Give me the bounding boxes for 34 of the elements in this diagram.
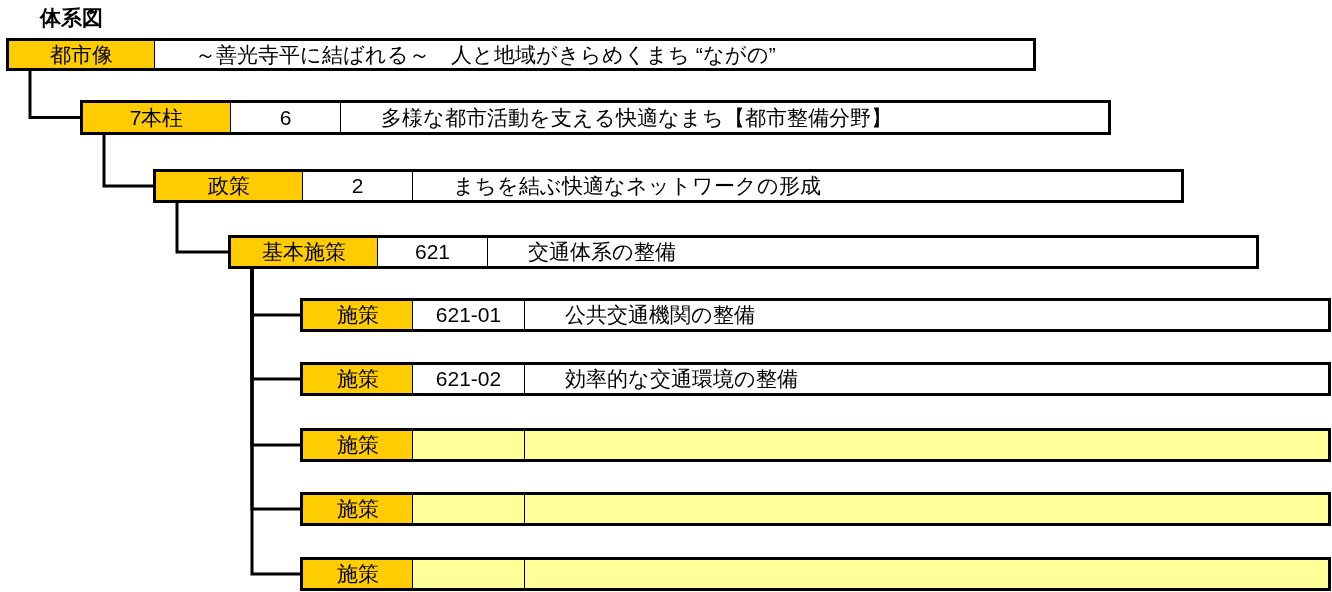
hierarchy-bar xyxy=(300,428,1331,462)
connector-line xyxy=(175,203,228,254)
description-text: 公共交通機関の整備 xyxy=(564,302,756,328)
level-label: 7本柱 xyxy=(83,103,231,132)
connector-line xyxy=(102,135,153,188)
hierarchy-bar xyxy=(228,235,1259,269)
diagram-title: 体系図 xyxy=(40,5,103,31)
description-text: 多様な都市活動を支える快適なまち【都市整備分野】 xyxy=(380,104,893,131)
hierarchy-bar xyxy=(153,169,1184,203)
description-text: まちを結ぶ快適なネットワークの形成 xyxy=(452,173,822,199)
hierarchy-bar xyxy=(300,557,1331,591)
hierarchy-bar xyxy=(300,298,1331,332)
code-number: 621-02 xyxy=(413,365,525,393)
code-number: 2 xyxy=(303,172,413,200)
level-label: 施策 xyxy=(303,301,413,329)
level-label: 政策 xyxy=(156,172,303,200)
hierarchy-bar xyxy=(300,362,1331,396)
code-number: 621-01 xyxy=(413,301,525,329)
description-text: 交通体系の整備 xyxy=(527,239,677,265)
level-label: 施策 xyxy=(303,495,413,523)
code-number: 6 xyxy=(231,103,341,132)
description-text: ～善光寺平に結ばれる～ 人と地域がきらめくまち “ながの” xyxy=(194,41,777,68)
description-text: 効率的な交通環境の整備 xyxy=(564,366,799,392)
hierarchy-bar xyxy=(6,38,1036,71)
level-label: 基本施策 xyxy=(231,238,378,266)
level-label: 施策 xyxy=(303,365,413,393)
code-number: 621 xyxy=(378,238,488,266)
hierarchy-bar xyxy=(80,100,1111,135)
level-label: 施策 xyxy=(303,560,413,588)
connector-line xyxy=(250,269,300,576)
level-label: 都市像 xyxy=(9,41,155,68)
level-label: 施策 xyxy=(303,431,413,459)
connector-line xyxy=(28,71,80,119)
hierarchy-bar xyxy=(300,492,1331,526)
